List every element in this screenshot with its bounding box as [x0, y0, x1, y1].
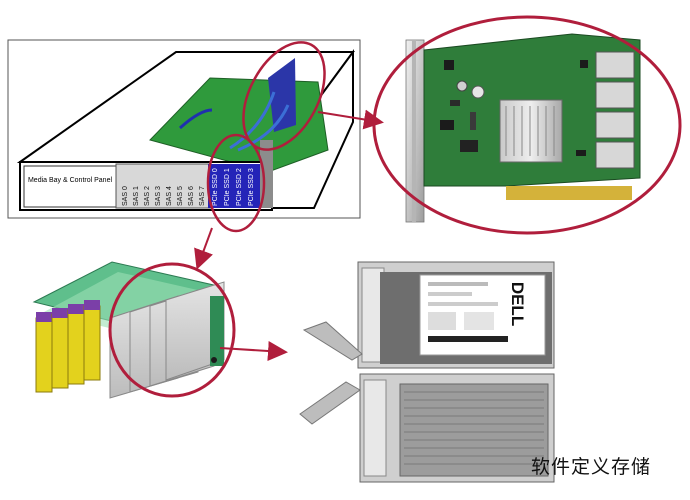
- pcie-extender-card-photo: [405, 33, 641, 223]
- pcie-card-upright: [268, 58, 296, 132]
- heatsink: [499, 99, 563, 163]
- pcie-ssd-modules: [109, 281, 225, 399]
- sas-slot-label: SAS 1: [133, 186, 140, 206]
- sas-slot-label: SAS 4: [166, 186, 173, 206]
- drive-bay-front: [35, 300, 101, 393]
- pcie-slot-label: PCIe SSD 2: [236, 168, 243, 206]
- ssd-caddy-bottom: [299, 373, 555, 483]
- pcie-slot-label: PCIe SSD 0: [212, 168, 219, 206]
- sas-slot-label: SAS 5: [177, 186, 184, 206]
- pcie-slot-label: PCIe SSD 3: [248, 168, 255, 206]
- arrow-to-pcie-card: [317, 109, 384, 130]
- pcie-slot-label: PCIe SSD 1: [224, 168, 231, 206]
- drive-cage-zoom-ring: [108, 262, 236, 398]
- ssd-heatsink-body: [399, 383, 549, 477]
- chassis-schematic: [7, 39, 361, 219]
- arrow-to-drive-cage: [194, 227, 213, 270]
- minisas-connector: [595, 51, 635, 79]
- sas-slot-label: SAS 2: [144, 186, 151, 206]
- pcie-slot-group: PCIe SSD 0 PCIe SSD 1 PCIe SSD 2 PCIe SS…: [212, 168, 255, 206]
- sas-slot-group: SAS 0 SAS 1 SAS 2 SAS 3 SAS 4 SAS 5 SAS …: [122, 186, 206, 206]
- sas-slot-label: SAS 0: [122, 186, 129, 206]
- pcie-card-highlight-ring: [242, 41, 326, 151]
- pcie-gold-fingers: [506, 186, 632, 200]
- arrow-to-ssd-caddy: [219, 341, 288, 361]
- minisas-connector: [595, 111, 635, 139]
- sas-slot-label: SAS 6: [188, 186, 195, 206]
- sas-slot-label: SAS 3: [155, 186, 162, 206]
- minisas-connector: [595, 141, 635, 169]
- pcie-slot-highlight-ring: [206, 133, 266, 233]
- ssd-caddy-top: DELL: [302, 261, 555, 369]
- watermark-text: 软件定义存储: [531, 456, 652, 478]
- dell-logo: DELL: [508, 282, 527, 326]
- media-bay-label: Media Bay & Control Panel: [27, 177, 113, 184]
- drive-cage-render: [32, 261, 225, 399]
- sas-slot-label: SAS 7: [199, 186, 206, 206]
- minisas-connector: [595, 81, 635, 109]
- media-bay-panel: Media Bay & Control Panel: [27, 177, 113, 184]
